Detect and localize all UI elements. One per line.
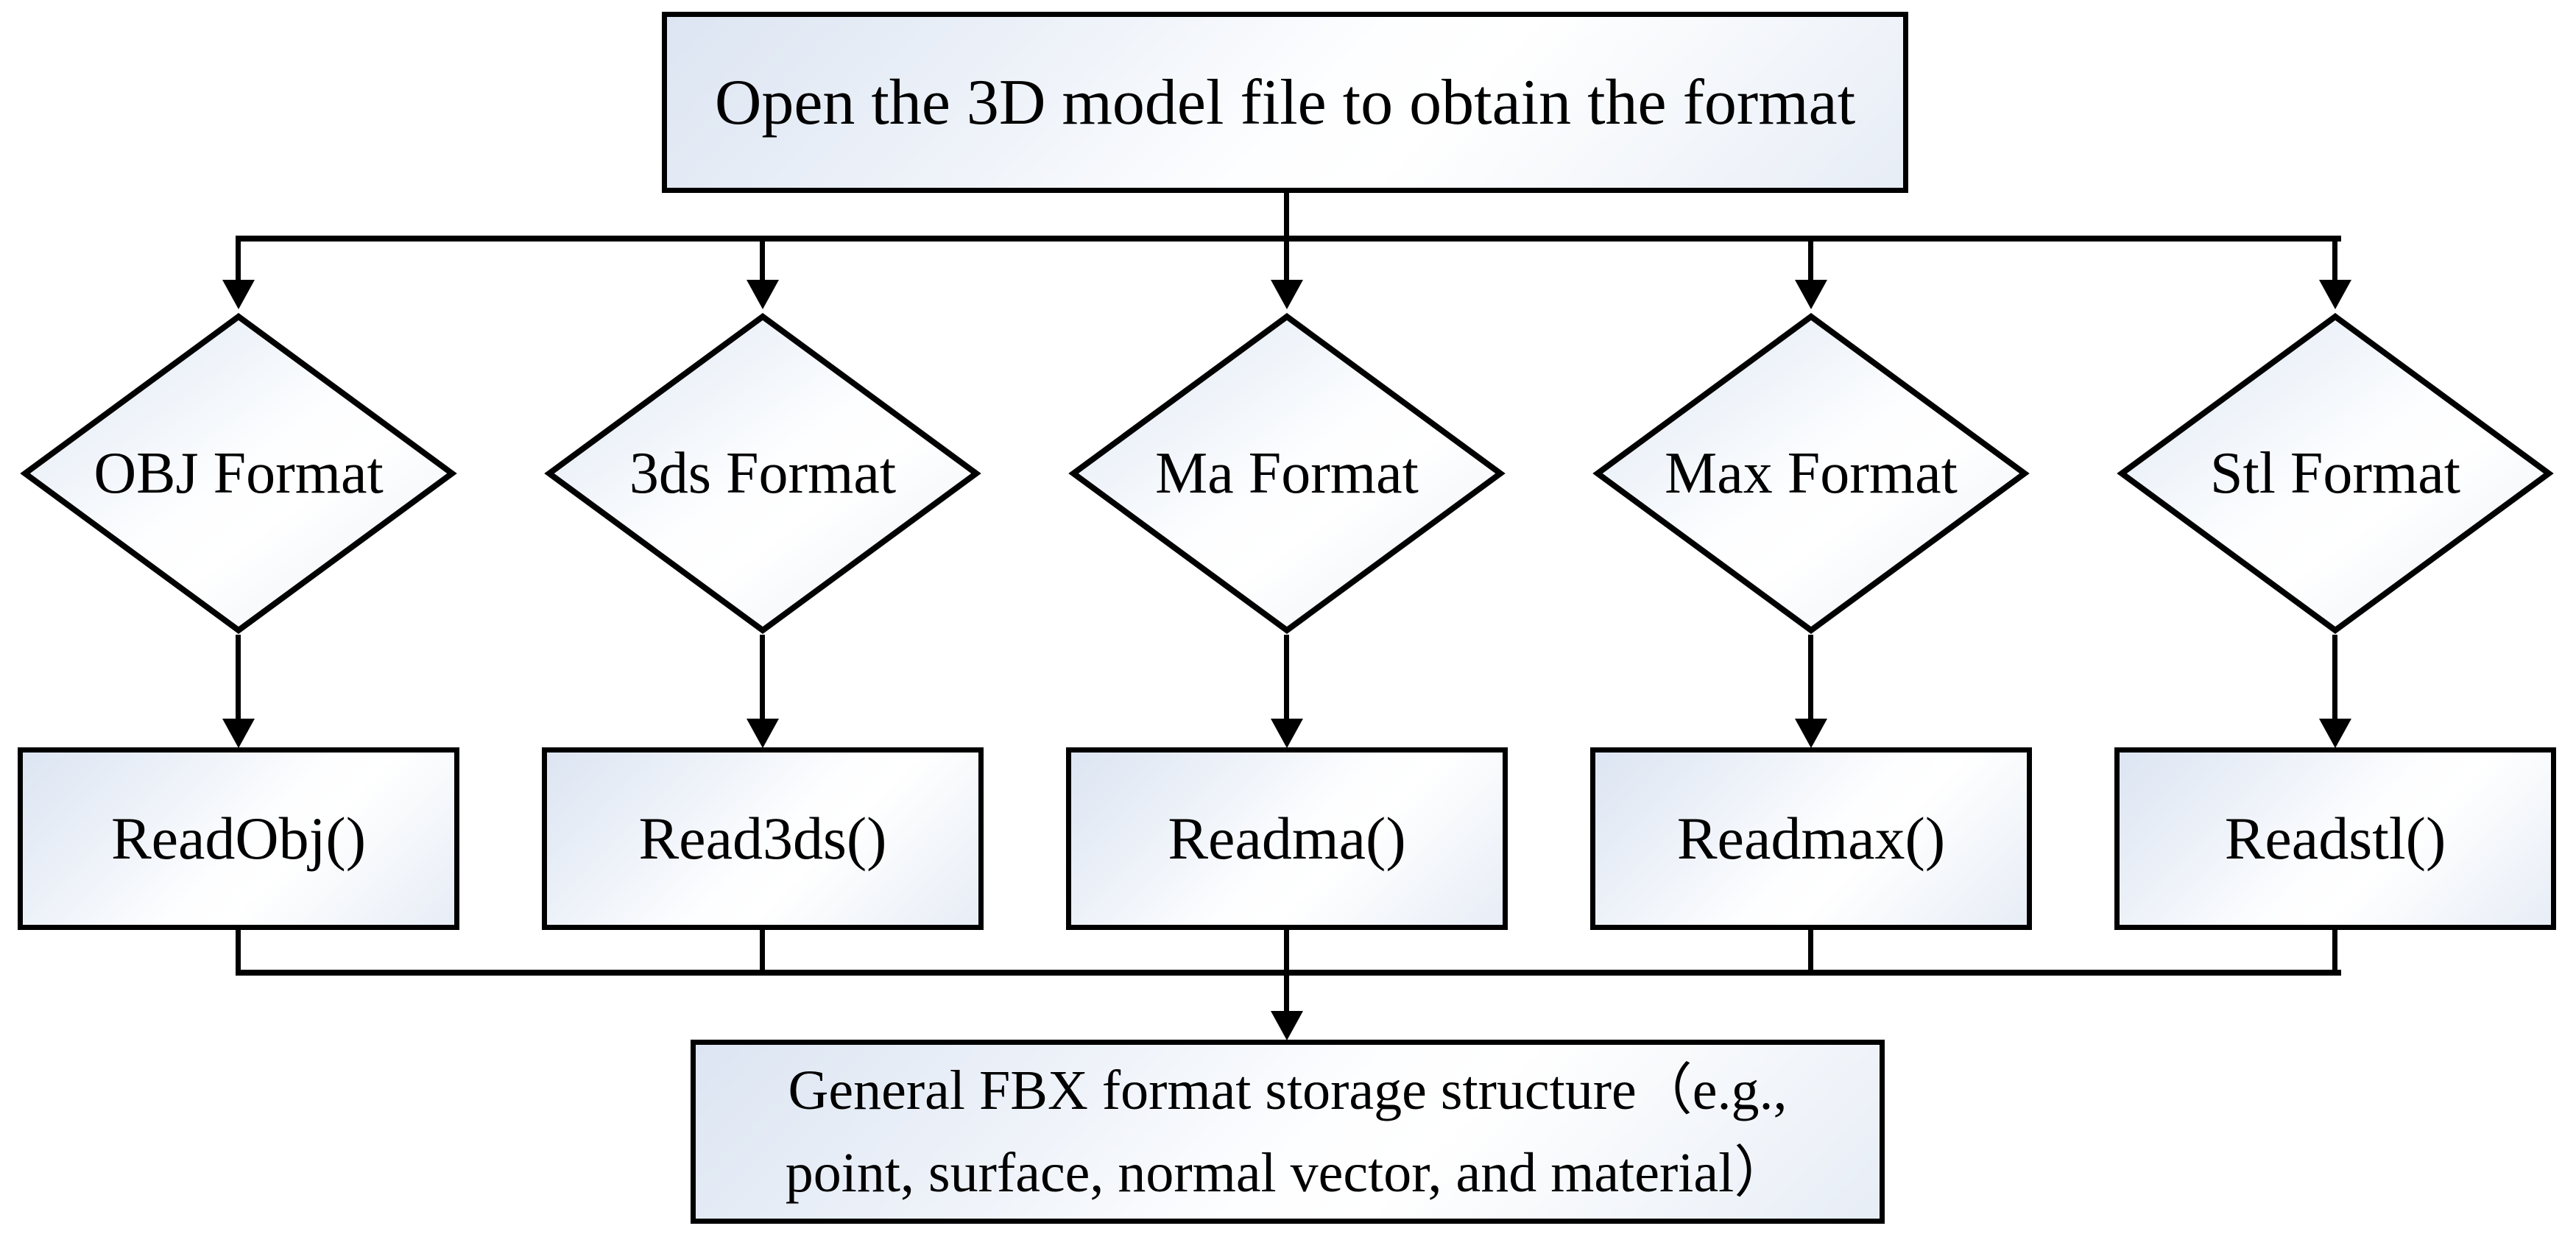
fbx-output-line2: point, surface, normal vector, and mater…	[785, 1142, 1790, 1204]
arrow-down-icon	[1795, 719, 1827, 748]
decision-label: OBJ Format	[93, 440, 384, 506]
decision-label: Max Format	[1665, 440, 1958, 506]
open-model-file-label: Open the 3D model file to obtain the for…	[714, 66, 1856, 138]
reader-label: Read3ds()	[638, 805, 887, 872]
diamond-shape	[1068, 313, 1506, 634]
connector-diamond-reader-5	[2332, 635, 2337, 722]
connector-top-stub	[1284, 190, 1289, 242]
arrow-down-icon	[2319, 719, 2351, 748]
arrow-down-icon	[1271, 280, 1303, 309]
connector-drop-3	[1284, 239, 1289, 284]
diamond-shape	[1592, 313, 2030, 634]
decision-obj-format: OBJ Format	[18, 309, 459, 638]
fbx-output-box: General FBX format storage structure（e.g…	[691, 1040, 1885, 1224]
connector-drop-5	[2332, 239, 2337, 284]
connector-collect-2	[760, 927, 765, 976]
arrow-down-icon	[747, 719, 779, 748]
arrow-down-icon	[2319, 280, 2351, 309]
decision-ma-format: Ma Format	[1066, 309, 1508, 638]
reader-label: Readmax()	[1676, 805, 1946, 872]
readstl-box: Readstl()	[2114, 747, 2556, 930]
decision-label: 3ds Format	[629, 440, 897, 506]
arrow-down-icon	[222, 719, 255, 748]
connector-collect-4	[1808, 927, 1813, 976]
diamond-shape	[20, 313, 457, 634]
decision-stl-format: Stl Format	[2114, 309, 2556, 638]
decision-label: Stl Format	[2209, 440, 2461, 506]
readobj-box: ReadObj()	[18, 747, 459, 930]
connector-drop-2	[760, 239, 765, 284]
connector-collect-1	[236, 927, 241, 976]
connector-collect-3	[1284, 927, 1289, 976]
connector-diamond-reader-2	[760, 635, 765, 722]
arrow-down-icon	[1271, 1011, 1303, 1040]
arrow-down-icon	[222, 280, 255, 309]
decision-label: Ma Format	[1155, 440, 1419, 506]
connector-diamond-reader-4	[1808, 635, 1813, 722]
diamond-shape	[2117, 313, 2554, 634]
read3ds-box: Read3ds()	[542, 747, 984, 930]
readma-box: Readma()	[1066, 747, 1508, 930]
connector-drop-4	[1808, 239, 1813, 284]
connector-diamond-reader-3	[1284, 635, 1289, 722]
reader-label: ReadObj()	[110, 805, 367, 872]
diamond-shape	[544, 313, 981, 634]
connector-drop-1	[236, 239, 241, 284]
connector-collect-5	[2332, 927, 2337, 976]
arrow-down-icon	[1795, 280, 1827, 309]
reader-label: Readma()	[1168, 805, 1406, 872]
connector-output-drop	[1284, 973, 1289, 1014]
connector-diamond-reader-1	[236, 635, 241, 722]
open-model-file-box: Open the 3D model file to obtain the for…	[662, 12, 1908, 193]
decision-max-format: Max Format	[1590, 309, 2032, 638]
readmax-box: Readmax()	[1590, 747, 2032, 930]
fbx-output-line1: General FBX format storage structure（e.g…	[788, 1060, 1788, 1121]
decision-3ds-format: 3ds Format	[542, 309, 984, 638]
arrow-down-icon	[747, 280, 779, 309]
reader-label: Readstl()	[2224, 805, 2446, 872]
arrow-down-icon	[1271, 719, 1303, 748]
